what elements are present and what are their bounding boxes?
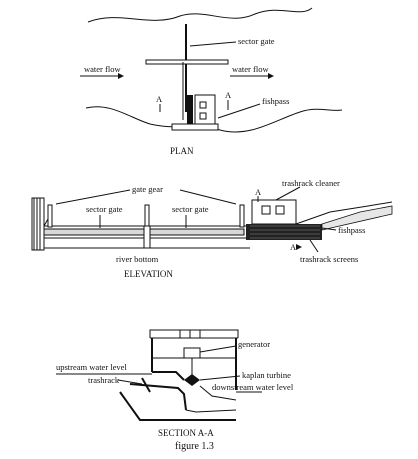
section-title: SECTION A-A <box>158 428 214 438</box>
arrowhead-icon <box>118 73 124 79</box>
water-flow-label: water flow <box>84 64 121 74</box>
plan-title: PLAN <box>170 146 194 156</box>
sector-gate-label: sector gate <box>86 204 123 214</box>
downstream-water-level-label: downstream water level <box>212 382 294 392</box>
powerhouse <box>251 199 297 225</box>
gate-gear-post <box>239 204 245 228</box>
fishpass-leader <box>217 103 261 119</box>
plan-section-marker: A <box>225 90 232 100</box>
trashrack-screens-label: trashrack screens <box>300 254 358 264</box>
trashrack-cleaner-leader <box>275 186 301 201</box>
elevation-title: ELEVATION <box>124 269 173 279</box>
trashrack-leader <box>117 379 143 385</box>
section-foundation <box>119 391 236 421</box>
trashrack-label: trashrack <box>88 375 120 385</box>
trashrack-screens-leader <box>309 239 319 253</box>
elevation-section-marker: A <box>255 187 262 197</box>
left-abutment <box>31 197 45 251</box>
powerhouse-window <box>261 205 271 215</box>
trashrack-cleaner-label: trashrack cleaner <box>282 178 340 188</box>
powerhouse-window <box>275 205 285 215</box>
figure-label: figure 1.3 <box>175 441 214 452</box>
elevation-view: gate gear sector gate sector gate A A tr… <box>31 178 393 279</box>
upstream-water-level-label: upstream water level <box>56 362 127 372</box>
gate-gear-label: gate gear <box>132 184 163 194</box>
plan-powerhouse-window <box>199 112 207 120</box>
fishpass-label: fishpass <box>338 225 365 235</box>
intake-top <box>152 371 185 381</box>
plan-trashrack <box>187 95 193 125</box>
kaplan-turbine-label: kaplan turbine <box>242 370 291 380</box>
generator-label: generator <box>238 339 270 349</box>
plan-sector-gate <box>145 59 229 65</box>
section-view: generator kaplan turbine upstream water … <box>56 329 294 438</box>
arrowhead-icon <box>268 73 274 79</box>
draft-tube-top <box>199 385 237 401</box>
sector-gate-leader <box>189 41 237 47</box>
turbine-leader <box>199 375 241 381</box>
plan-lower-bank <box>85 106 343 133</box>
sector-gate-label: sector gate <box>238 36 275 46</box>
intake-bottom <box>129 383 187 411</box>
generator-leader <box>199 345 237 353</box>
elevation-section-marker: A <box>290 242 297 252</box>
sector-gate-label: sector gate <box>172 204 209 214</box>
plan-powerhouse <box>194 94 216 126</box>
trashrack-screens <box>246 224 322 240</box>
gate-gear-post <box>47 204 53 228</box>
right-bank-slope <box>295 201 393 225</box>
water-flow-label: water flow <box>232 64 269 74</box>
gate-gear-leader <box>179 189 237 205</box>
central-pier <box>143 225 151 249</box>
right-bank-fill <box>321 205 393 231</box>
gate-gear-post <box>144 204 150 228</box>
powerhouse-roof <box>149 329 239 338</box>
plan-powerhouse-window <box>199 101 207 109</box>
trashrack <box>141 377 151 393</box>
kaplan-turbine <box>184 374 200 386</box>
draft-tube-bottom <box>185 409 237 413</box>
fishpass-leader <box>321 227 337 231</box>
gate-gear-leader <box>55 189 131 205</box>
plan-view: A A water flow water flow sector gate fi… <box>80 7 343 156</box>
plan-base <box>171 123 219 131</box>
generator <box>183 347 201 359</box>
river-bottom-label: river bottom <box>116 254 159 264</box>
plan-upper-bank <box>87 7 313 23</box>
fishpass-label: fishpass <box>262 96 289 106</box>
plan-section-marker: A <box>156 94 163 104</box>
arrowhead-icon <box>296 244 302 250</box>
